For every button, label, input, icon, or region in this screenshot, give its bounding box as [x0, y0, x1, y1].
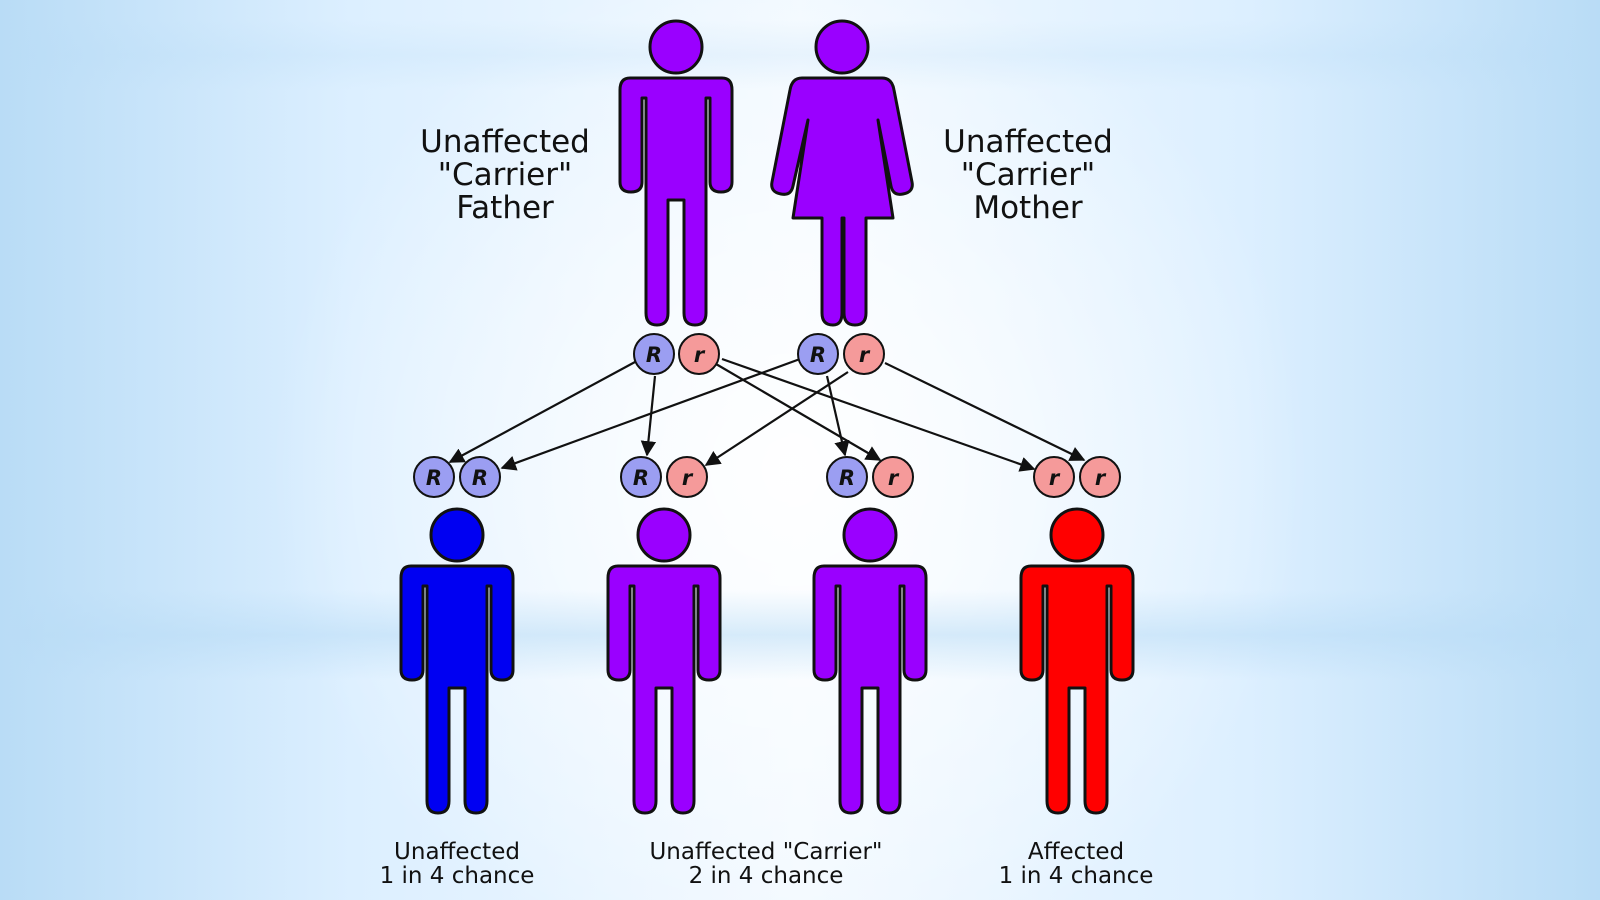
- inheritance-arrow: [640, 375, 657, 457]
- mother-label-line: Mother: [973, 190, 1083, 226]
- child-4-allele-1: [1033, 456, 1075, 498]
- mother-figure: [770, 19, 914, 327]
- inheritance-arrow: [721, 357, 1036, 472]
- mother-allele-2-text: r: [859, 343, 871, 367]
- child-4-allele-2-text: r: [1095, 466, 1107, 490]
- inheritance-arrow: [884, 362, 1086, 461]
- father-label-line: Unaffected: [420, 124, 590, 160]
- mother-label-line: "Carrier": [960, 157, 1096, 193]
- inheritance-arrow: [500, 357, 801, 471]
- child-2-allele-2: [666, 456, 708, 498]
- mother-allele-1-text: R: [810, 343, 826, 367]
- outcome-label-carrier: Unaffected "Carrier" 2 in 4 chance: [616, 840, 916, 888]
- father-alleles: R r: [633, 333, 720, 375]
- mother-alleles: R r: [797, 333, 885, 375]
- outcome-label-line: Unaffected: [394, 839, 520, 865]
- inheritance-arrow: [715, 363, 882, 461]
- child-1-allele-2-text: R: [472, 466, 488, 490]
- outcome-label-affected: Affected 1 in 4 chance: [976, 840, 1176, 888]
- mother-label-line: Unaffected: [943, 124, 1113, 160]
- father-label-line: "Carrier": [437, 157, 573, 193]
- child-2-allele-2-text: r: [682, 466, 694, 490]
- child-carrier-figure: [812, 507, 928, 815]
- father-allele-2: [678, 333, 720, 375]
- outcome-probability: 2 in 4 chance: [688, 863, 844, 889]
- child-1-allele-1-text: R: [426, 466, 442, 490]
- outcome-label-line: Unaffected "Carrier": [649, 839, 883, 865]
- child-1-genotype: R R: [413, 456, 501, 498]
- child-3-allele-2-text: r: [888, 466, 900, 490]
- mother-label: Unaffected "Carrier" Mother: [928, 126, 1128, 225]
- child-4-allele-1-text: r: [1049, 466, 1061, 490]
- child-2-allele-1: [620, 456, 662, 498]
- father-label-line: Father: [456, 190, 554, 226]
- child-unaffected-figure: [399, 507, 515, 815]
- child-2-allele-1-text: R: [633, 466, 649, 490]
- father-allele-1-text: R: [646, 343, 662, 367]
- outcome-probability: 1 in 4 chance: [379, 863, 535, 889]
- child-carrier-figure: [606, 507, 722, 815]
- child-4-genotype: r r: [1033, 456, 1121, 498]
- father-label: Unaffected "Carrier" Father: [405, 126, 605, 225]
- inheritance-arrow: [704, 371, 849, 466]
- mother-allele-1: [797, 333, 839, 375]
- father-allele-2-text: r: [694, 343, 706, 367]
- outcome-probability: 1 in 4 chance: [998, 863, 1154, 889]
- mother-allele-2: [843, 333, 885, 375]
- outcome-label-line: Affected: [1027, 839, 1125, 865]
- child-2-genotype: R r: [620, 456, 708, 498]
- inheritance-arrow: [448, 361, 636, 463]
- father-figure: [618, 19, 734, 327]
- child-1-allele-1: [413, 456, 455, 498]
- child-3-allele-1: [826, 456, 868, 498]
- inheritance-arrow: [825, 375, 850, 457]
- child-4-allele-2: [1079, 456, 1121, 498]
- child-3-allele-1-text: R: [839, 466, 855, 490]
- outcome-label-unaffected: Unaffected 1 in 4 chance: [357, 840, 557, 888]
- child-3-genotype: R r: [826, 456, 914, 498]
- child-1-allele-2: [459, 456, 501, 498]
- father-allele-1: [633, 333, 675, 375]
- child-affected-figure: [1019, 507, 1135, 815]
- child-3-allele-2: [872, 456, 914, 498]
